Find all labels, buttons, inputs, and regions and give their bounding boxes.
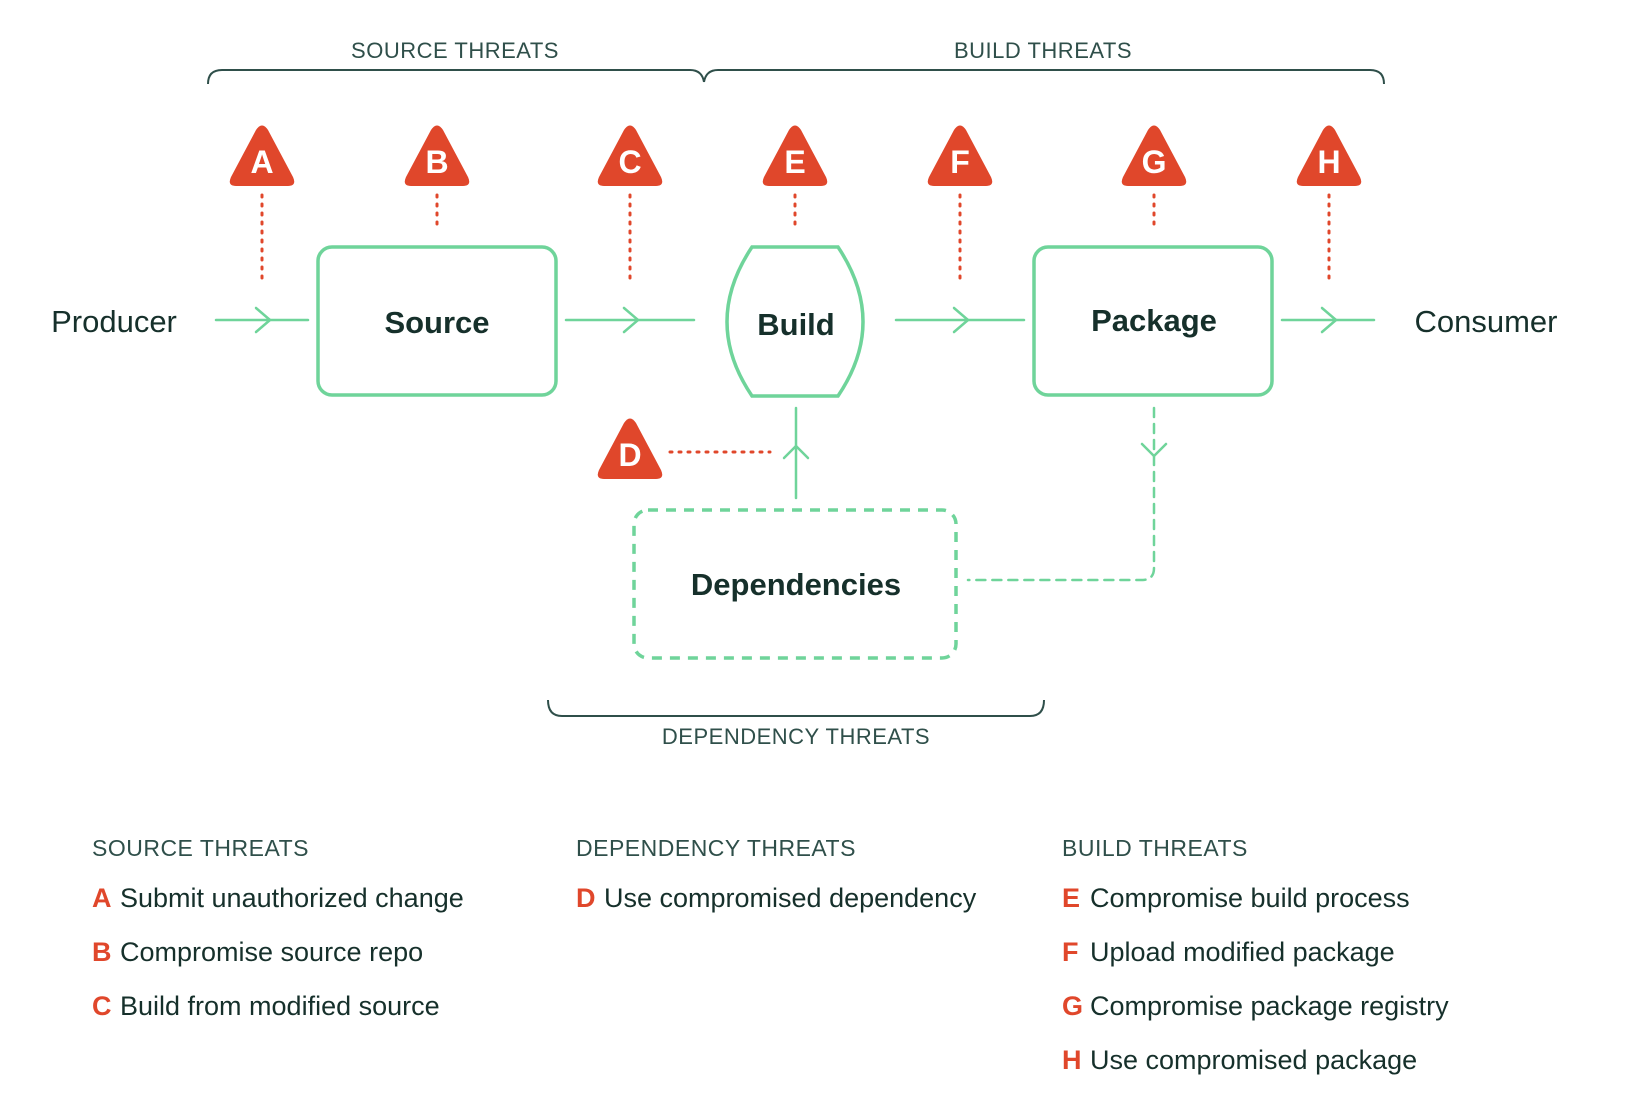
threat-marker-g: G (1121, 125, 1187, 186)
source-label: Source (384, 305, 489, 340)
package-to-consumer-arrow (1280, 306, 1376, 334)
threat-marker-c: C (597, 125, 663, 186)
producer-to-source-arrow (214, 306, 310, 334)
dependencies-to-build-arrow (782, 406, 810, 500)
svg-text:H: H (1317, 144, 1340, 180)
svg-text:D: D (618, 437, 641, 473)
threat-marker-f: F (927, 125, 993, 186)
svg-text:E: E (784, 144, 805, 180)
legend-build-title: BUILD THREATS (1062, 835, 1248, 861)
svg-text:C: C (618, 144, 641, 180)
source-node (316, 245, 558, 397)
threat-marker-d: D (597, 418, 663, 479)
package-label: Package (1091, 303, 1217, 338)
source-to-build-arrow (564, 306, 696, 334)
build-threats-bracket (703, 69, 1385, 85)
build-to-package-arrow (894, 306, 1026, 334)
threat-marker-h: H (1296, 125, 1362, 186)
dependencies-label: Dependencies (691, 567, 901, 602)
svg-text:B: B (425, 144, 448, 180)
threat-marker-a: A (229, 125, 295, 186)
svg-text:A: A (250, 144, 273, 180)
dependency-threats-label: DEPENDENCY THREATS (662, 724, 930, 749)
package-node (1032, 245, 1274, 397)
legend-source-title: SOURCE THREATS (92, 835, 310, 861)
consumer-label: Consumer (1415, 304, 1558, 339)
threat-marker-e: E (762, 125, 828, 186)
svg-text:F: F (950, 144, 970, 180)
package-to-dependencies-arrow (966, 406, 1156, 582)
build-node (725, 245, 865, 398)
dependency-threats-bracket (547, 699, 1045, 717)
build-threats-label: BUILD THREATS (954, 38, 1132, 63)
threat-marker-b: B (404, 125, 470, 186)
svg-text:G: G (1142, 144, 1167, 180)
package-to-dependencies-arrowhead (1140, 442, 1168, 458)
dependencies-node (632, 508, 958, 660)
build-label: Build (757, 307, 835, 342)
source-threats-label: SOURCE THREATS (351, 38, 559, 63)
source-threats-bracket (207, 69, 705, 85)
producer-label: Producer (51, 304, 177, 339)
legend-dependency-title: DEPENDENCY THREATS (576, 835, 856, 861)
